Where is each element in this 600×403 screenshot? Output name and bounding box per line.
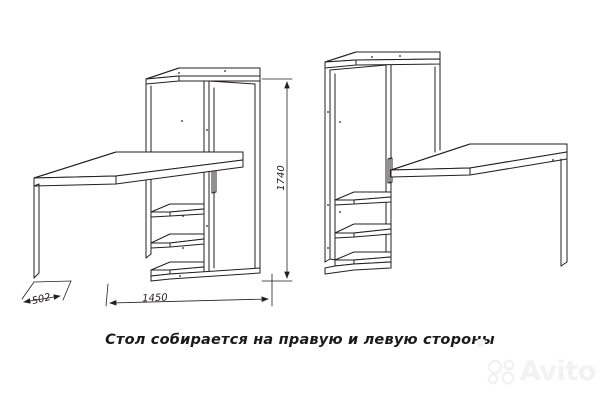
dimension-depth — [21, 280, 72, 304]
plinth-right — [324, 261, 392, 275]
shelf-middle-left — [150, 233, 205, 249]
assembly-dots-left — [178, 70, 226, 277]
dimension-width-label: 1450 — [142, 293, 168, 305]
desk-leg-right — [560, 158, 568, 267]
top-panel-right — [324, 51, 441, 69]
dimension-height — [261, 78, 293, 282]
desk-top-left — [33, 151, 244, 187]
avito-watermark: Avito — [487, 358, 596, 385]
dimension-depth-label: 502 — [31, 292, 52, 307]
assembly-dots-right — [327, 55, 554, 249]
dimension-width — [105, 273, 273, 307]
top-panel-left — [145, 67, 261, 85]
watermark-corner-mark — [477, 339, 485, 347]
shelf-middle-right — [334, 223, 392, 239]
shelf-upper-right — [334, 191, 392, 206]
avito-watermark-text: Avito — [520, 356, 596, 387]
view-right-hand-assembly — [324, 51, 568, 275]
view-left-hand-assembly — [33, 67, 261, 282]
shelf-upper-left — [150, 203, 205, 218]
avito-logo-icon — [487, 359, 515, 385]
dimension-height-label: 1740 — [276, 165, 287, 190]
plinth-left — [150, 267, 261, 282]
desk-top-right — [390, 143, 568, 178]
desk-leg-left — [33, 183, 40, 279]
assembly-caption: Стол собирается на правую и левую сторон… — [105, 332, 495, 348]
